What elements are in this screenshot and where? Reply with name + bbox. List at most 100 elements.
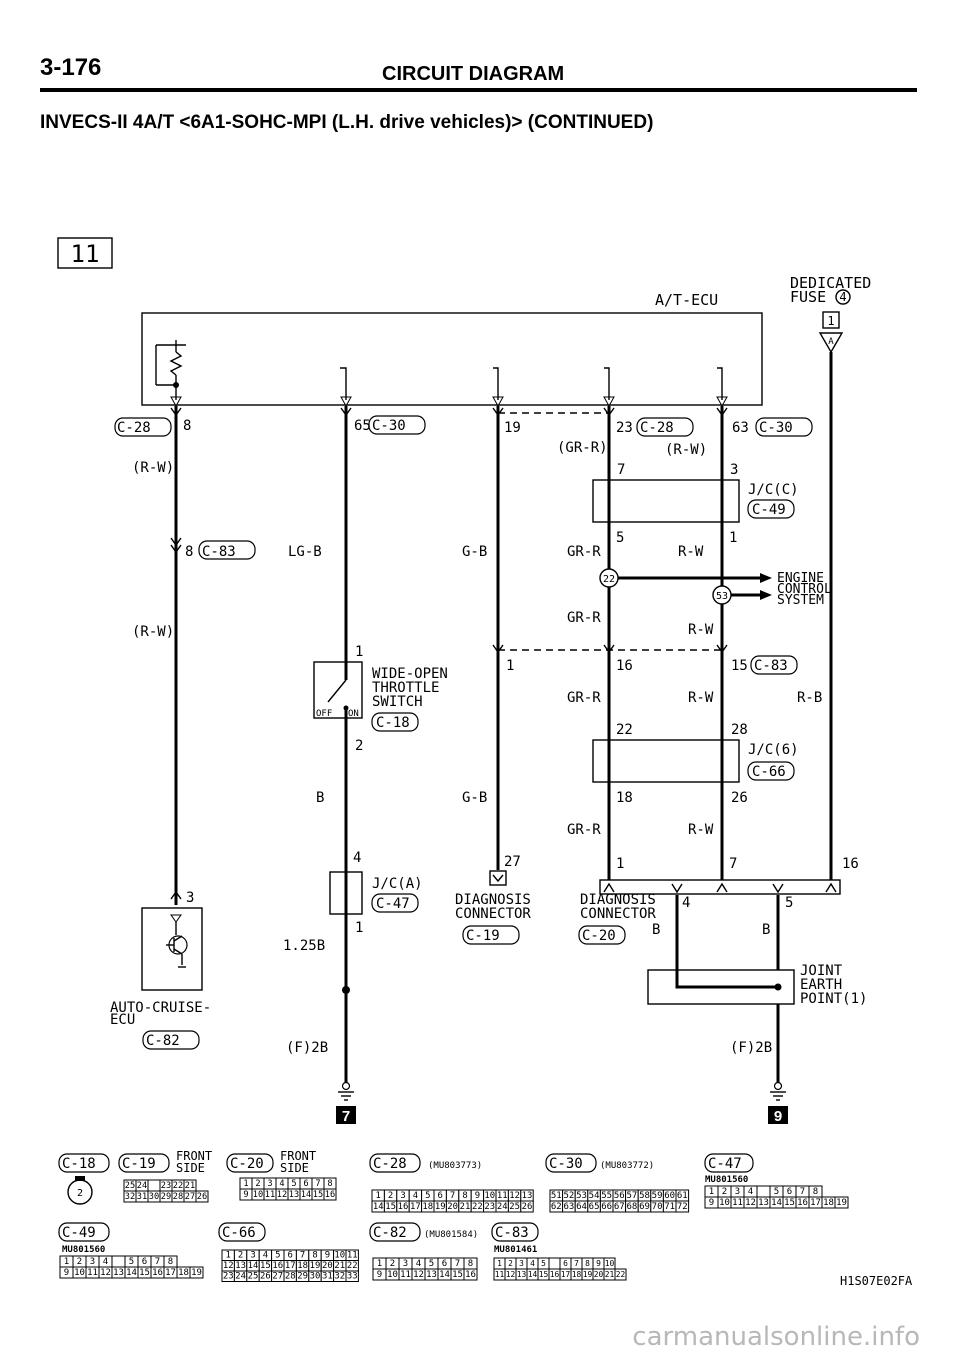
pin-number: 3 (90, 1257, 95, 1267)
pin-number: 10 (605, 1259, 615, 1268)
pin-number: 13 (289, 1190, 299, 1200)
pin-number: 13 (426, 1270, 437, 1280)
pin-number: 19 (435, 1202, 446, 1212)
jc-a-conn: C-47 (376, 896, 410, 912)
wire-rw-5: R-W (688, 690, 714, 706)
jc-6-conn-outline (747, 761, 795, 781)
wire-18: 18 (616, 790, 633, 806)
pin-number: 51 (551, 1191, 562, 1201)
wire-b-2: B (762, 922, 770, 938)
jc-c-label: J/C(C) (748, 482, 799, 498)
pin-number: 31 (322, 1272, 333, 1282)
pin-number: 17 (165, 1268, 176, 1278)
pin-number: 25 (248, 1272, 259, 1282)
pin-number: 9 (325, 1251, 330, 1261)
wot-on: ON (348, 709, 359, 719)
pin-number: 32 (125, 1192, 135, 1202)
wire-b-1: B (652, 922, 660, 938)
pin-number: 2 (77, 1257, 82, 1267)
pin-number: 17 (410, 1202, 421, 1212)
pin-number: 9 (243, 1190, 248, 1200)
fuse-triangle-icon (818, 332, 844, 354)
wire-grr-paren: (GR-R) (557, 440, 608, 456)
wire-4: 4 (682, 895, 690, 911)
cv-c19-label: C-19 (122, 1156, 156, 1172)
pin-number: 14 (528, 1270, 538, 1279)
cv-c28-label: C-28 (373, 1156, 407, 1172)
wire-19: 19 (504, 420, 521, 436)
pin-number: 3 (267, 1179, 272, 1189)
jc-c-conn: C-49 (752, 502, 786, 518)
splice-dot (342, 986, 350, 994)
earth-symbol-icon (338, 1081, 786, 1101)
pin-number: 15 (260, 1261, 271, 1271)
pin-number: 12 (100, 1268, 111, 1278)
pin-number: 10 (253, 1190, 263, 1200)
wot-conn-outline (371, 712, 419, 732)
pin-number: 1 (497, 1259, 502, 1268)
wire-16b: 16 (842, 856, 859, 872)
pin-number: 16 (272, 1261, 283, 1271)
pin-number: 31 (137, 1192, 147, 1202)
conn-c28-b: C-28 (640, 420, 674, 436)
cv-c66-label: C-66 (222, 1225, 256, 1241)
section-title: CIRCUIT DIAGRAM (382, 63, 564, 85)
pin-number: 66 (601, 1202, 612, 1212)
pin-number: 8 (468, 1259, 473, 1269)
pin-number: 9 (709, 1198, 714, 1208)
pin-number: 59 (652, 1191, 663, 1201)
wire-grr-4: GR-R (567, 822, 601, 838)
pin-number: 5 (541, 1259, 546, 1268)
pin-number: 15 (539, 1270, 549, 1279)
jc-a-pin1: 1 (355, 920, 363, 936)
pin-number: 25 (125, 1181, 135, 1191)
pin-number: 12 (509, 1191, 520, 1201)
pin-number: 5 (291, 1179, 296, 1189)
wire-125b: 1.25B (283, 938, 325, 954)
wire-rw-2: (R-W) (132, 624, 174, 640)
pin-number: 2 (255, 1179, 260, 1189)
pin-number: 16 (398, 1202, 409, 1212)
pin-number: 65 (589, 1202, 600, 1212)
pin-number: 16 (325, 1190, 335, 1200)
pin-cell (520, 1200, 534, 1213)
pin-number: 4 (263, 1251, 268, 1261)
pin-number: 17 (285, 1261, 296, 1271)
pin-number: 12 (745, 1198, 756, 1208)
pin-number: 29 (161, 1192, 171, 1202)
wire-rw-1: (R-W) (132, 460, 174, 476)
pin-number: 11 (732, 1198, 743, 1208)
cv-c83-part: MU801461 (494, 1245, 537, 1255)
pin-cell (147, 1179, 161, 1192)
pin-number: 7 (300, 1251, 305, 1261)
pin-number: 20 (322, 1261, 333, 1271)
pin-number: 26 (522, 1202, 533, 1212)
pin-number: 30 (149, 1192, 159, 1202)
pin-number: 1 (709, 1187, 714, 1197)
wire-rw-6: R-W (688, 822, 714, 838)
pin-number: 9 (377, 1270, 382, 1280)
auto-cruise-ecu-box (141, 907, 203, 991)
wot-pin2: 2 (355, 738, 363, 754)
wire-7b: 7 (729, 856, 737, 872)
pin-number: 7 (455, 1259, 460, 1269)
pin-number: 24 (235, 1272, 246, 1282)
figure-code: H1S07E02FA (840, 1274, 913, 1288)
pin-number: 4 (748, 1187, 753, 1197)
pin-number: 7 (450, 1191, 455, 1201)
pin-number: 14 (771, 1198, 782, 1208)
pin-number: 9 (64, 1268, 69, 1278)
wire-grr-1: GR-R (567, 544, 601, 560)
at-ecu-box (141, 312, 763, 406)
pin-number: 12 (223, 1261, 234, 1271)
pin-number: 30 (310, 1272, 321, 1282)
wire-1b: 1 (506, 658, 514, 674)
ecu-label: A/T-ECU (655, 291, 718, 309)
wire-26: 26 (731, 790, 748, 806)
pin-number: 1 (243, 1179, 248, 1189)
pin-number: 15 (139, 1268, 150, 1278)
joint-line2: EARTH (800, 977, 842, 993)
